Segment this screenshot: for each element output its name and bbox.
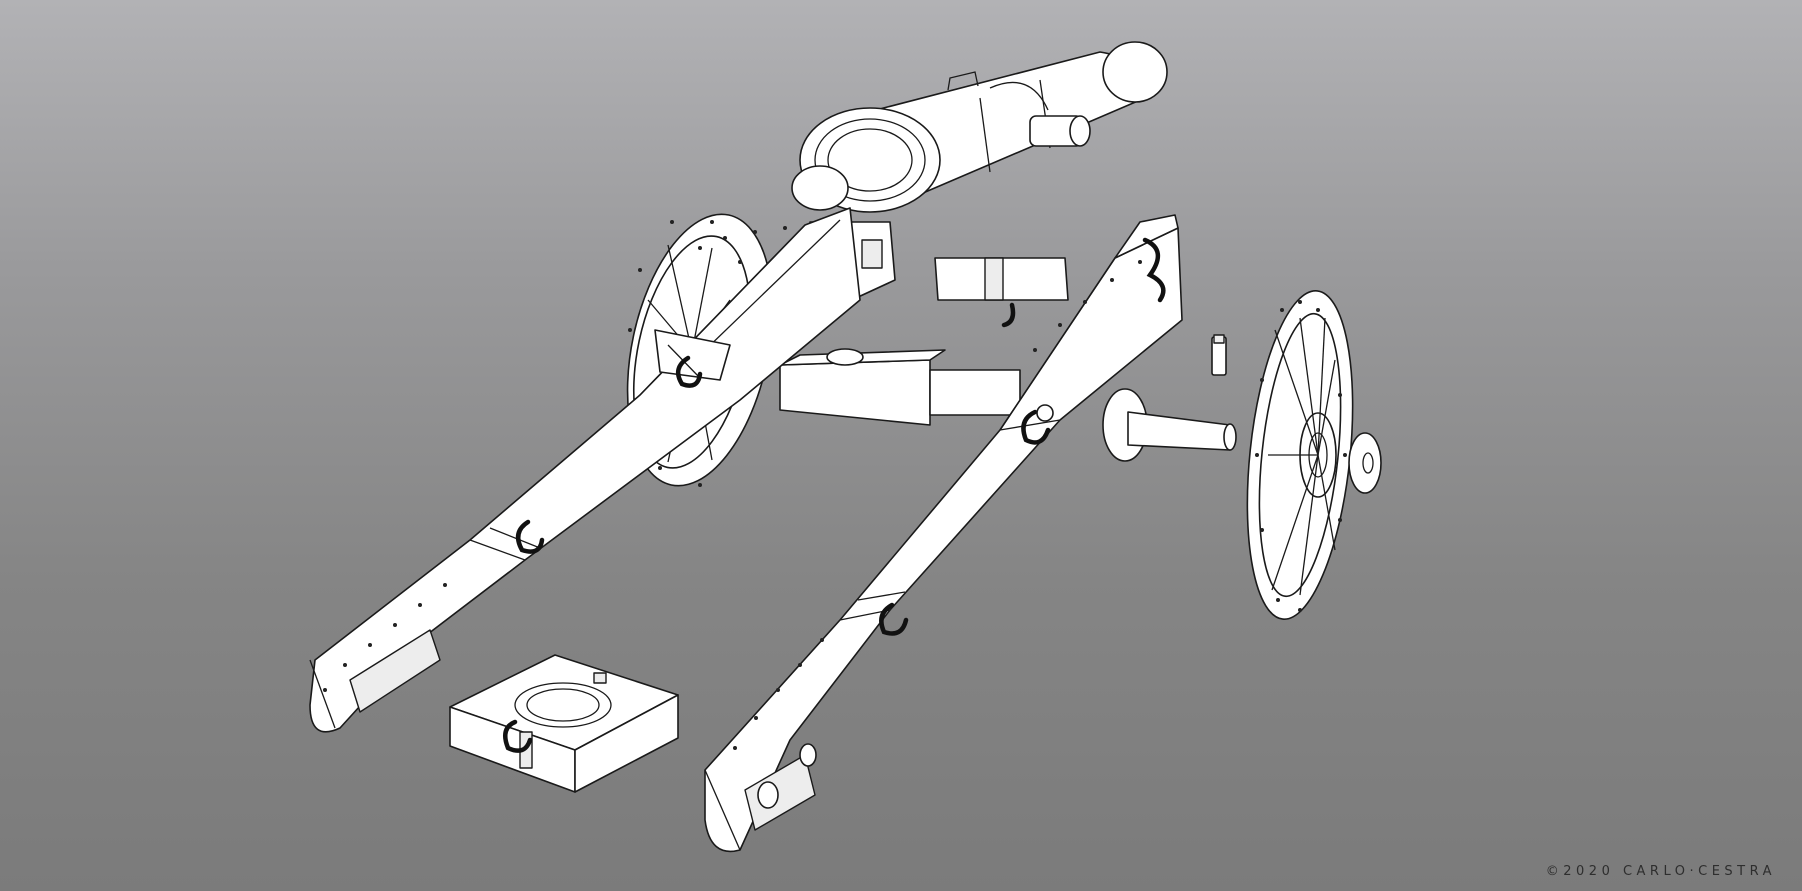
transom-beam bbox=[779, 348, 1021, 426]
right-trail bbox=[704, 214, 1183, 853]
linchpin bbox=[1211, 334, 1227, 376]
hub-washer bbox=[1348, 432, 1382, 494]
cannon-barrel bbox=[791, 41, 1168, 213]
elevating-block bbox=[934, 257, 1069, 328]
axle bbox=[1102, 388, 1237, 462]
copyright-credit: ©2020 CARLO·CESTRA bbox=[1545, 864, 1776, 879]
right-wheel bbox=[1246, 290, 1354, 620]
left-trail bbox=[309, 207, 861, 733]
ammunition-box bbox=[449, 654, 679, 793]
